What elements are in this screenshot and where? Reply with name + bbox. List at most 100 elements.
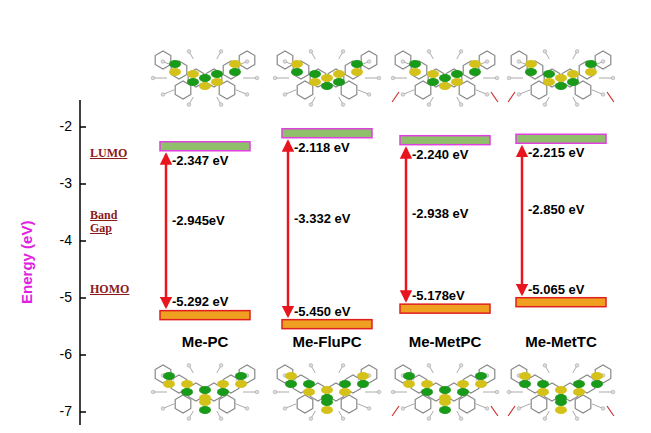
ring-bond xyxy=(219,395,235,413)
atom xyxy=(219,364,223,368)
ring-bond xyxy=(239,51,255,69)
methoxy-bond xyxy=(607,406,614,416)
atom xyxy=(161,407,165,411)
orbital-lobe xyxy=(357,372,369,380)
gap-arrow xyxy=(521,147,524,293)
orbital-lobe xyxy=(309,70,321,78)
molecule-figure xyxy=(507,364,615,421)
ring-bond xyxy=(575,395,591,413)
homo-bar xyxy=(400,304,490,313)
atom xyxy=(391,390,395,394)
tick-mark xyxy=(80,126,86,128)
orbital-lobe xyxy=(303,388,315,396)
orbital-lobe xyxy=(403,372,415,380)
h-bond xyxy=(483,392,497,393)
atom xyxy=(495,390,499,394)
h-bond xyxy=(393,78,407,79)
atom xyxy=(219,50,223,54)
tick-label: -6 xyxy=(60,347,72,362)
atom xyxy=(543,417,547,421)
methoxy-bond xyxy=(392,406,399,416)
atom xyxy=(219,417,223,421)
orbital-lobe xyxy=(591,380,603,388)
atom xyxy=(427,364,431,368)
ring-bond xyxy=(155,51,171,69)
atom xyxy=(255,76,259,80)
orbital-lobe xyxy=(457,388,469,396)
orbital-lobe xyxy=(309,78,321,86)
atom xyxy=(283,93,287,97)
orbital-lobe xyxy=(291,60,303,68)
atom xyxy=(309,50,313,54)
orbital-lobe xyxy=(321,386,333,394)
orbital-lobe xyxy=(439,406,451,414)
legend-label: LUMO xyxy=(90,147,130,160)
h-bond xyxy=(393,392,407,393)
h-bond xyxy=(365,392,379,393)
tick-mark xyxy=(80,354,86,356)
orbital-lobe xyxy=(555,386,567,394)
orbital-lobe xyxy=(303,380,315,388)
orbital-lobe xyxy=(333,78,345,86)
atom xyxy=(341,417,345,421)
axis-ticks xyxy=(80,127,86,412)
ring-bond xyxy=(395,51,411,69)
atom xyxy=(245,407,249,411)
orbital-lobe xyxy=(439,386,451,394)
orbital-lobe xyxy=(567,70,579,78)
atom xyxy=(401,60,405,64)
atom xyxy=(611,390,615,394)
atom xyxy=(517,93,521,97)
level-bars xyxy=(160,129,606,329)
orbital-lobe xyxy=(321,74,333,82)
atom xyxy=(485,60,489,64)
atom xyxy=(427,417,431,421)
orbital-lobe xyxy=(525,60,537,68)
homo-bar xyxy=(282,320,372,329)
tick-mark xyxy=(80,183,86,185)
atom xyxy=(391,76,395,80)
orbital-lobe xyxy=(235,372,247,380)
energy-value: -2.347 eV xyxy=(172,154,228,168)
lumo-bar xyxy=(160,142,250,151)
atom xyxy=(485,407,489,411)
tick-label: -2 xyxy=(60,119,72,134)
orbital-lobe xyxy=(421,388,433,396)
ring-bond xyxy=(341,395,357,413)
atom xyxy=(151,390,155,394)
atom xyxy=(401,407,405,411)
h-bond xyxy=(365,78,379,79)
h-bond xyxy=(275,78,289,79)
atom xyxy=(161,60,165,64)
orbital-lobe xyxy=(339,380,351,388)
molecule-figure xyxy=(273,50,381,107)
energy-value: -2.240 eV xyxy=(412,148,468,162)
tick-mark xyxy=(80,411,86,413)
orbital-lobe xyxy=(519,372,531,380)
atom xyxy=(459,417,463,421)
tick-label: -4 xyxy=(60,233,72,248)
atom xyxy=(401,93,405,97)
orbital-lobe xyxy=(163,372,175,380)
orbital-lobe xyxy=(339,388,351,396)
orbital-lobe xyxy=(217,380,229,388)
molecule-figure xyxy=(273,364,381,421)
molecule-figure xyxy=(391,364,499,421)
energy-value: -2.850 eV xyxy=(528,203,584,217)
h-bond xyxy=(243,78,257,79)
axis-title: Energy (eV) xyxy=(20,220,37,303)
compound-name: Me-PC xyxy=(182,334,229,351)
orbital-lobe xyxy=(351,68,363,76)
orbital-lobe xyxy=(451,78,463,86)
homo-bar xyxy=(160,311,250,320)
orbital-lobe xyxy=(573,380,585,388)
orbital-lobe xyxy=(409,68,421,76)
orbital-lobe xyxy=(537,388,549,396)
atom xyxy=(517,407,521,411)
ring-bond xyxy=(175,395,191,413)
orbital-lobe xyxy=(187,70,199,78)
ring-bond xyxy=(415,395,431,413)
atom xyxy=(219,103,223,107)
energy-value: -2.945eV xyxy=(172,214,225,228)
